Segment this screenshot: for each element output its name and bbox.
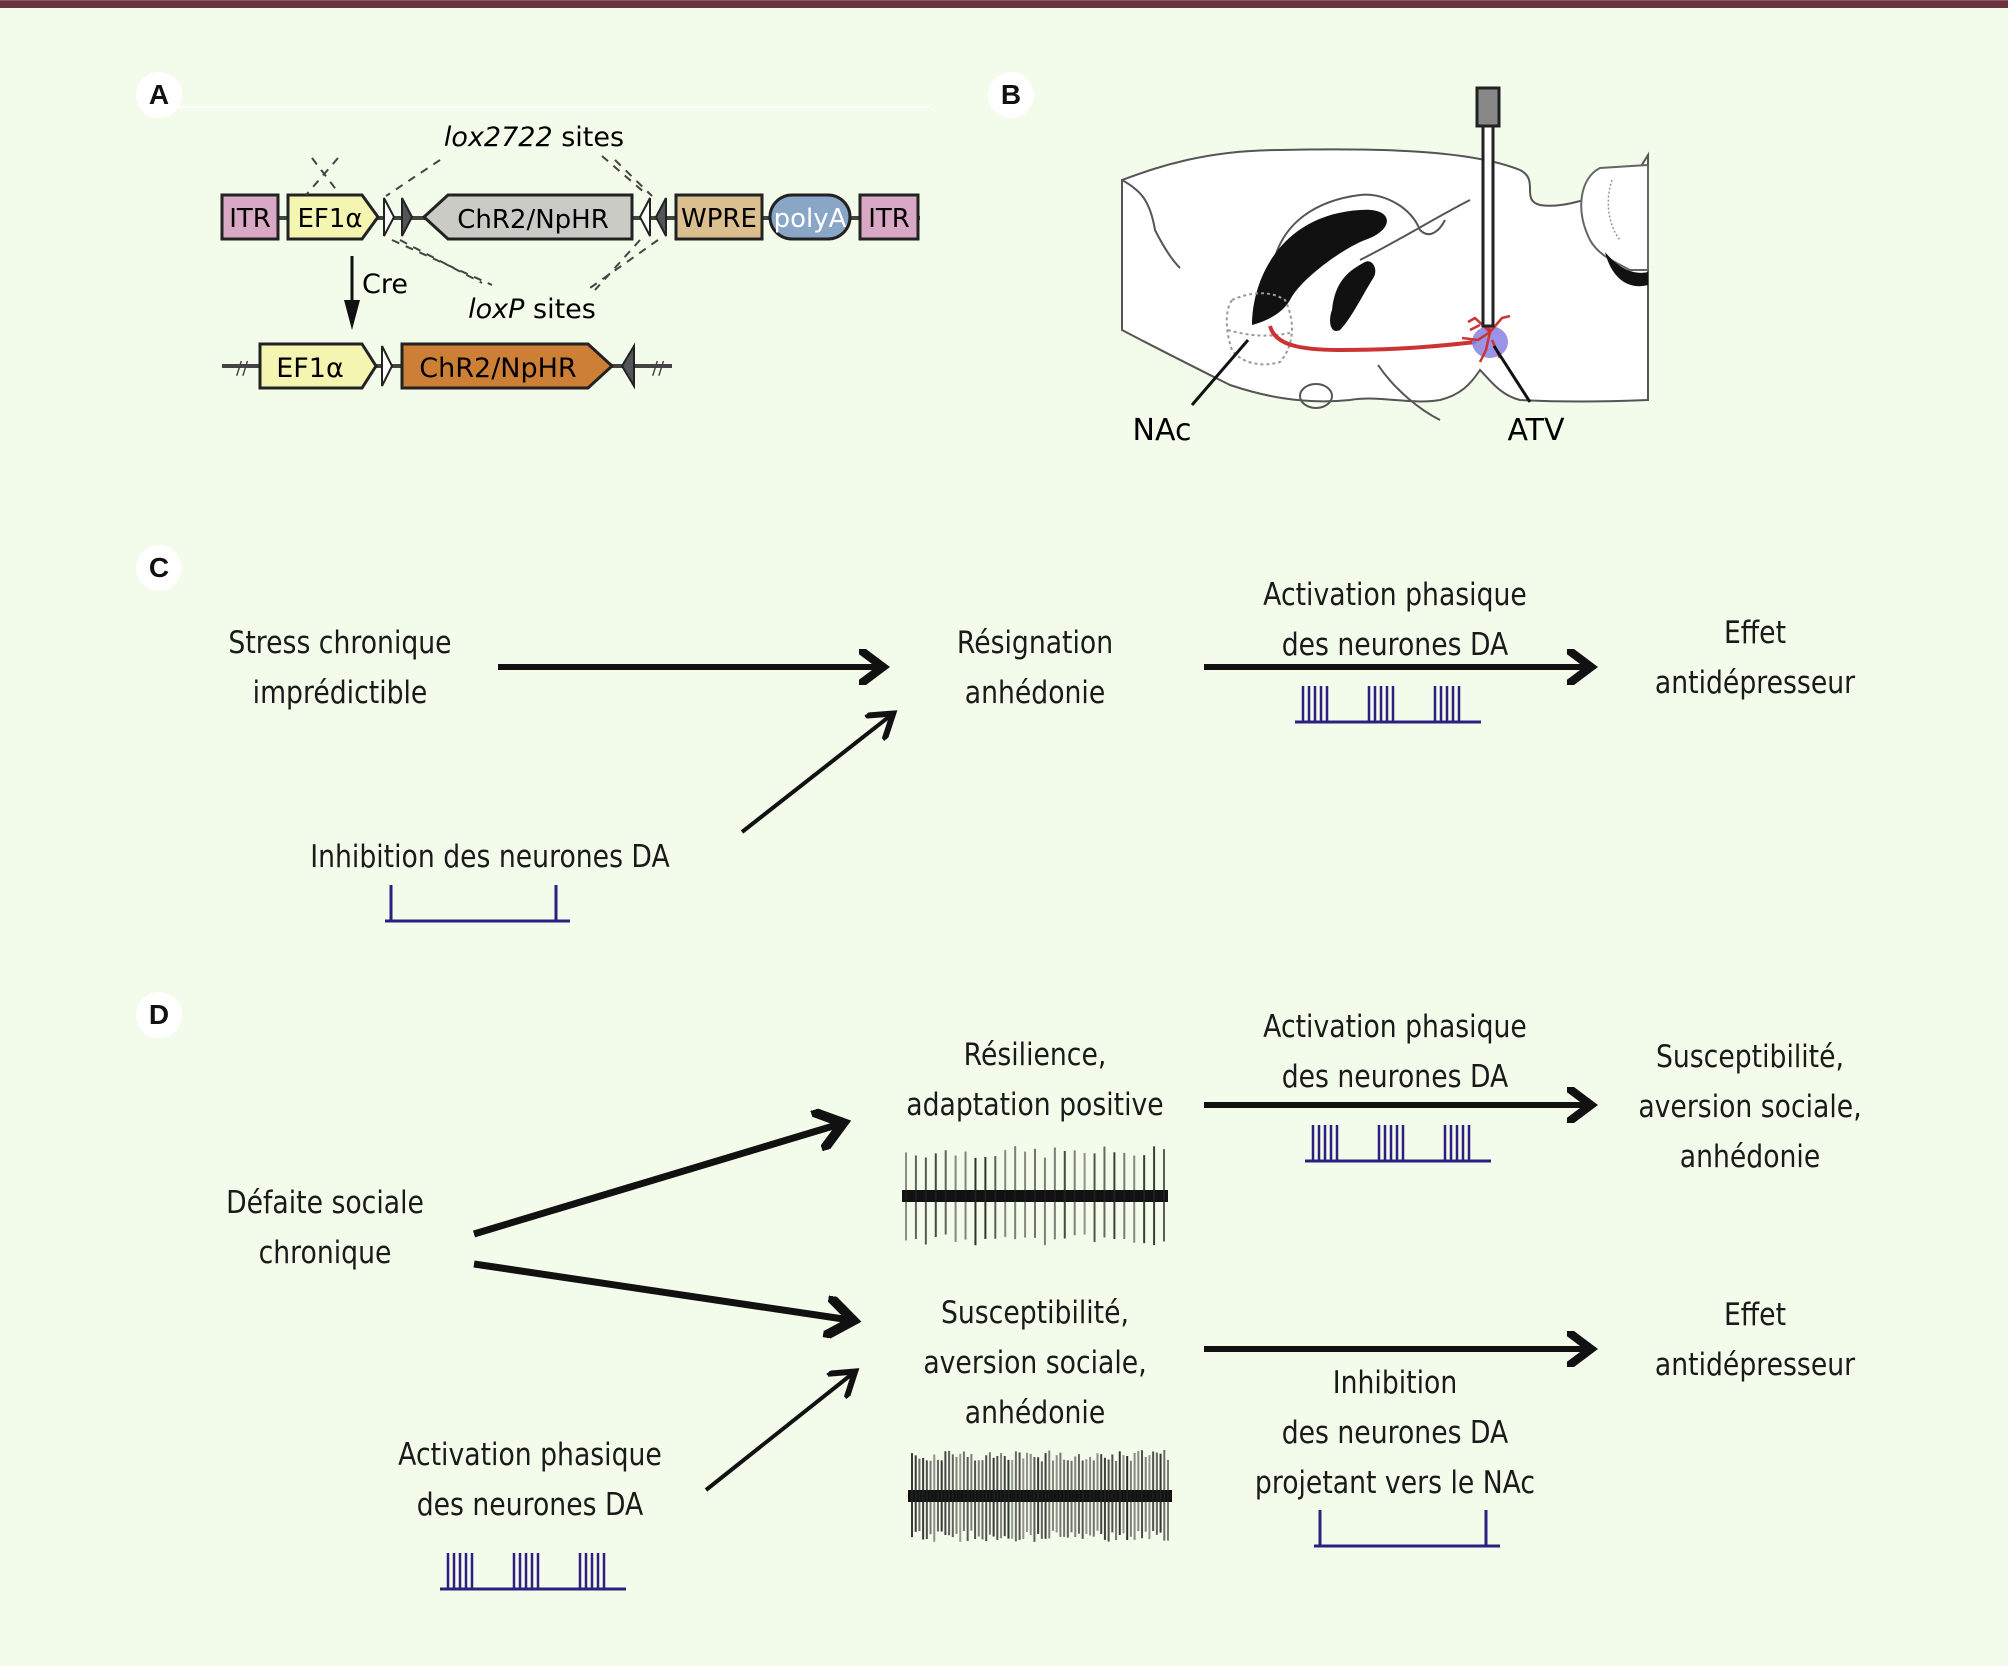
d-intervention-phasic-trace (440, 1553, 626, 1591)
c-phasic-activation-trace (1295, 686, 1481, 724)
backbone-break-left-icon: // (236, 358, 249, 379)
polya-label: polyA (774, 204, 847, 234)
resilient-firing-recording (902, 1146, 1168, 1246)
wpre-box (674, 193, 764, 241)
nac-subdivision (1227, 329, 1291, 337)
itr-left-label: ITR (229, 204, 271, 234)
top-border-bar (0, 0, 2008, 8)
d-resilient-result-text: Susceptibilité,aversion sociale,anhédoni… (1638, 1039, 1862, 1175)
fornix-line (1359, 199, 1471, 261)
ef1a-promoter-top (286, 193, 380, 241)
atv-label: ATV (1507, 413, 1565, 448)
backbone-break-right-icon: // (652, 358, 665, 379)
loxp-sites-label: loxP sites (468, 294, 596, 325)
c-intervention-text: Inhibition des neurones DA (310, 839, 670, 875)
nac-label: NAc (1133, 413, 1192, 448)
panel-label-a: A (136, 72, 182, 118)
panel-label-b: B (988, 72, 1034, 118)
arrow-inhibition-to-resignation (740, 716, 890, 834)
optic-fiber-cannula (1481, 124, 1495, 328)
lox-site-dashed-lines (305, 155, 646, 291)
atv-leader-line (1492, 345, 1532, 403)
chr2-nphr-inverted-gene (421, 193, 634, 241)
recording-baseline (908, 1490, 1172, 1502)
lox2722-sites-label: lox2722 sites (444, 122, 624, 153)
d-susceptible-inhibition-trace (1314, 1510, 1500, 1548)
loxp-line-left (399, 239, 483, 284)
itr-right-box (858, 193, 920, 241)
chr2-nphr-active-gene (400, 342, 615, 390)
nac-leader-line (1190, 339, 1250, 406)
lateral-ventricle (1252, 209, 1387, 325)
cerebellum (1580, 163, 1649, 271)
lox2722-site-icon (638, 197, 651, 237)
itr-left-box (220, 193, 280, 241)
d-susceptible-text: Susceptibilité,aversion sociale,anhédoni… (923, 1295, 1147, 1431)
arrow-defeat-to-susceptibility (473, 1260, 850, 1320)
susceptible-firing-recording (908, 1450, 1172, 1542)
dopamine-projection-path (1268, 325, 1477, 353)
firing-recordings (902, 1146, 1172, 1542)
cerebellum-folia (1607, 179, 1621, 241)
ef1a-bottom-label: EF1α (276, 353, 344, 384)
lox2722-site-icon (383, 197, 396, 237)
polya-box (768, 193, 852, 241)
mammillary-tract-line (1377, 364, 1441, 421)
fourth-ventricle (1605, 252, 1648, 287)
arrow-activation-to-susceptibility (704, 1374, 852, 1492)
anterior-commissure (1299, 383, 1333, 409)
loxp-site-icon (620, 342, 635, 390)
panel-label-d: D (136, 992, 182, 1038)
loxp-site-icon (401, 197, 414, 237)
d-resilient-text: Résilience,adaptation positive (906, 1037, 1164, 1123)
loxp-site-icon (654, 197, 667, 237)
nac-region-outline (1225, 292, 1293, 366)
lox2722-line-left (385, 159, 441, 197)
wpre-label: WPRE (681, 204, 757, 234)
ef1a-promoter-bottom (258, 342, 378, 390)
vta-region (1472, 326, 1508, 358)
itr-right-label: ITR (868, 204, 910, 234)
chr2-bottom-label: ChR2/NpHR (419, 353, 576, 384)
olfactory-bulb-line (1121, 179, 1181, 269)
lox2722-site-icon (381, 345, 394, 387)
c-inhibition-trace (385, 885, 570, 923)
corpus-callosum-line (1271, 193, 1446, 271)
panel-label-c: C (136, 545, 182, 591)
ef1a-top-label: EF1α (297, 204, 362, 234)
third-ventricle (1330, 261, 1376, 331)
chr2-top-label: ChR2/NpHR (457, 205, 609, 235)
cre-arrow-head (344, 300, 360, 330)
cre-label: Cre (362, 269, 408, 300)
arrow-defeat-to-resilience (472, 1124, 840, 1238)
d-resilient-phasic-trace (1305, 1125, 1491, 1163)
stimulation-traces (385, 686, 1500, 1591)
